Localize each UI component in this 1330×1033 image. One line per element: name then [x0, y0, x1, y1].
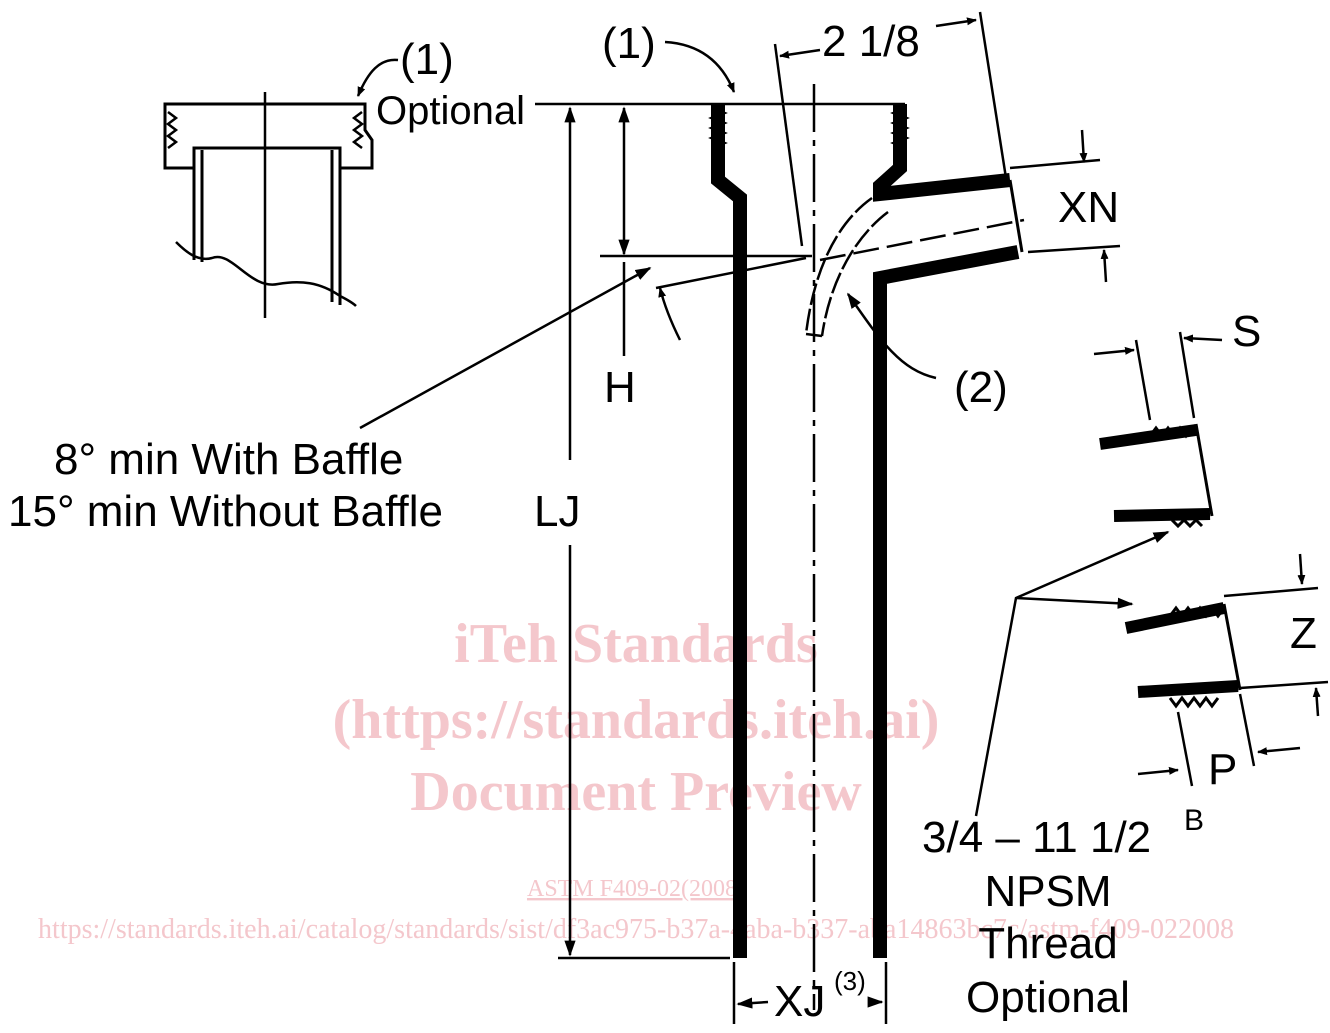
optional-label: Optional: [376, 89, 525, 133]
lj-label: LJ: [534, 487, 580, 536]
xj-superscript: (3): [834, 966, 866, 996]
angle-label-line-2: 15° min Without Baffle: [8, 487, 443, 536]
thread-spec-line-4: Optional: [966, 973, 1130, 1022]
thread-detail-lower: [974, 530, 1329, 817]
thread-spec-line-1: 3/4 – 11 1/2: [922, 813, 1151, 862]
s-label: S: [1232, 307, 1261, 356]
xj-label: XJ: [774, 977, 825, 1026]
callout-1-main-label: (1): [602, 19, 656, 68]
tailpiece-fitting: [545, 84, 1025, 1010]
thread-detail-upper: [1093, 331, 1223, 529]
callout-2-label: (2): [954, 363, 1008, 412]
optional-thread-detail: [163, 58, 399, 318]
angle-label-line-1: 8° min With Baffle: [54, 435, 403, 484]
xn-label: XN: [1058, 183, 1119, 232]
p-label: P: [1208, 745, 1237, 794]
dimension-lines: [359, 11, 1121, 1024]
labels: (1) Optional (1) 2 1/8 XN H (2) S 8° min…: [8, 17, 1317, 1026]
callout-1-detail-label: (1): [400, 35, 454, 84]
thread-spec-superscript: B: [1184, 804, 1204, 837]
dimension-2-1-8-label: 2 1/8: [822, 17, 920, 66]
watermark-url: https://standards.iteh.ai/catalog/standa…: [38, 914, 1234, 945]
watermark-line-2: (https://standards.iteh.ai): [333, 689, 940, 751]
z-label: Z: [1290, 609, 1317, 658]
h-label: H: [604, 363, 636, 412]
watermark: iTeh Standards (https://standards.iteh.a…: [38, 613, 1234, 945]
watermark-line-3: Document Preview: [410, 761, 862, 823]
thread-spec-line-2: NPSM: [984, 867, 1111, 916]
watermark-doc-id: ASTM F409-02(2008): [527, 876, 745, 902]
watermark-line-1: iTeh Standards: [454, 613, 818, 675]
thread-spec-line-3: Thread: [978, 919, 1117, 968]
